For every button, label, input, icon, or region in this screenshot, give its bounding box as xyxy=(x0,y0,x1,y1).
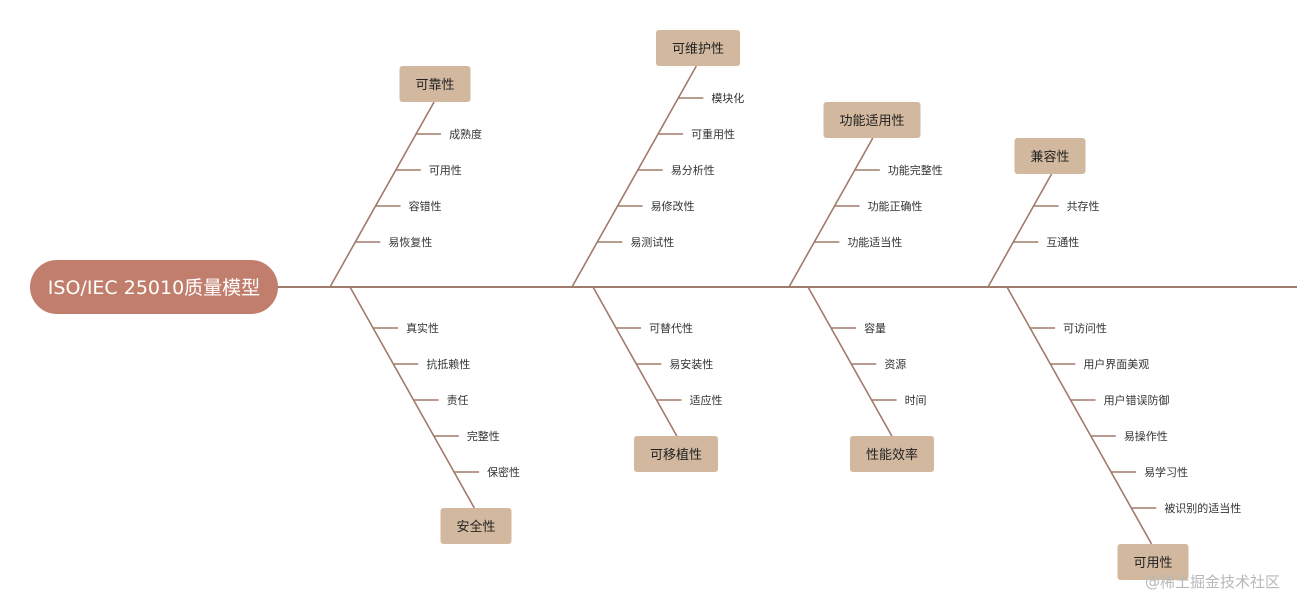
fishbone-bones: 成熟度可用性容错性易恢复性可靠性模块化可重用性易分析性易修改性易测试性可维护性功… xyxy=(329,30,1241,580)
cause-item: 功能完整性 xyxy=(888,163,943,177)
category-box xyxy=(634,436,718,472)
branch-bone xyxy=(1006,286,1153,545)
category-box xyxy=(823,102,921,138)
cause-item: 完整性 xyxy=(467,429,500,443)
cause-item: 真实性 xyxy=(406,321,439,335)
fishbone-head: ISO/IEC 25010质量模型 xyxy=(30,260,278,314)
cause-item: 用户界面美观 xyxy=(1083,357,1149,371)
cause-item: 被识别的适当性 xyxy=(1164,501,1241,515)
cause-item: 易操作性 xyxy=(1124,429,1168,443)
category-label: 可靠性 xyxy=(415,78,454,93)
cause-item: 成熟度 xyxy=(449,127,482,141)
category-label: 安全性 xyxy=(456,519,495,535)
category-box xyxy=(1014,138,1086,174)
cause-item: 易修改性 xyxy=(651,199,695,213)
cause-item: 用户错误防御 xyxy=(1104,393,1170,407)
category-box xyxy=(850,436,934,472)
cause-item: 可用性 xyxy=(429,163,462,177)
diagram-title: ISO/IEC 25010质量模型 xyxy=(48,277,260,299)
branch-bone xyxy=(987,173,1053,288)
category-box xyxy=(440,508,512,544)
cause-item: 可替代性 xyxy=(649,321,693,335)
category-label: 功能适用性 xyxy=(839,114,904,129)
cause-item: 资源 xyxy=(884,357,906,371)
branch-bone xyxy=(807,286,893,437)
cause-item: 易学习性 xyxy=(1144,465,1188,479)
cause-item: 共存性 xyxy=(1067,199,1100,213)
category-label: 可用性 xyxy=(1133,556,1172,571)
category-box xyxy=(1117,544,1189,580)
watermark: @稀土掘金技术社区 xyxy=(1145,573,1280,591)
branch-bone xyxy=(788,137,874,288)
category-label: 兼容性 xyxy=(1030,149,1069,165)
category-label: 可维护性 xyxy=(672,42,724,57)
cause-item: 易分析性 xyxy=(671,163,715,177)
branch-bone xyxy=(592,286,678,437)
cause-item: 易恢复性 xyxy=(388,235,432,249)
cause-item: 可访问性 xyxy=(1063,321,1107,335)
cause-item: 适应性 xyxy=(690,393,723,407)
cause-item: 功能适当性 xyxy=(847,235,902,249)
cause-item: 功能正确性 xyxy=(868,199,923,213)
cause-item: 抗抵赖性 xyxy=(426,357,470,371)
cause-item: 可重用性 xyxy=(691,127,735,141)
branch-bone xyxy=(349,286,476,509)
branch-bone xyxy=(329,101,435,288)
cause-item: 时间 xyxy=(905,394,927,407)
cause-item: 模块化 xyxy=(711,91,744,105)
category-box xyxy=(399,66,471,102)
category-label: 可移植性 xyxy=(650,448,702,463)
head-pill xyxy=(30,260,278,314)
cause-item: 责任 xyxy=(447,394,469,407)
cause-item: 易安装性 xyxy=(669,357,713,371)
category-label: 性能效率 xyxy=(866,447,918,463)
category-box xyxy=(656,30,740,66)
branch-bone xyxy=(571,65,698,288)
cause-item: 易测试性 xyxy=(630,235,674,249)
cause-item: 容量 xyxy=(864,321,886,335)
cause-item: 保密性 xyxy=(487,465,520,479)
cause-item: 互通性 xyxy=(1046,235,1079,249)
cause-item: 容错性 xyxy=(409,199,442,213)
